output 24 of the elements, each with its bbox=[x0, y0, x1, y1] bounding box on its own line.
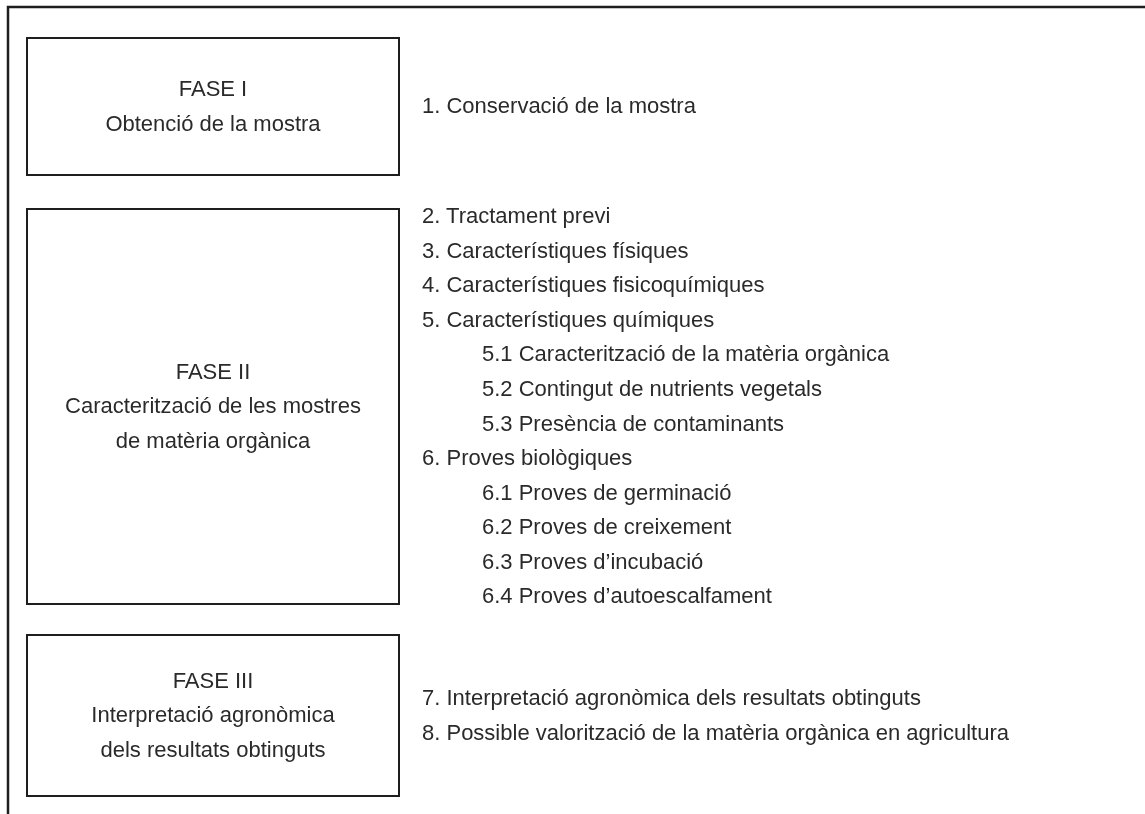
subitem-text: 6.4 Proves d’autoescalfament bbox=[482, 582, 773, 611]
item-text: 7. Interpretació agronòmica dels resultats obtinguts bbox=[422, 683, 922, 712]
item-text: 1. Conservació de la mostra bbox=[422, 92, 696, 121]
phase-heading: FASE II bbox=[175, 357, 251, 386]
phase-heading: FASE I bbox=[178, 74, 248, 103]
item-text: 3. Característiques físiques bbox=[422, 236, 690, 265]
phase-description: Interpretació agronòmica dels resultats obtinguts bbox=[90, 701, 336, 764]
phase-heading: FASE III bbox=[172, 666, 254, 695]
phase-description: Obtenció de la mostra bbox=[105, 109, 321, 138]
subitem-text: 6.2 Proves de creixement bbox=[482, 513, 733, 542]
phase-description: Caracterització de les mostres de matèria orgànica bbox=[64, 392, 362, 455]
subitem-text: 5.2 Contingut de nutrients vegetals bbox=[482, 374, 823, 403]
item-text: 2. Tractament previ bbox=[422, 201, 612, 230]
item-text: 4. Característiques fisicoquímiques bbox=[422, 271, 766, 300]
phase-box bbox=[26, 634, 400, 797]
item-text: 8. Possible valorització de la matèria orgànica en agricultura bbox=[422, 718, 1009, 747]
subitem-text: 5.1 Caracterització de la matèria orgànica bbox=[482, 340, 890, 369]
subitem-text: 5.3 Presència de contaminants bbox=[482, 409, 786, 438]
phase-box bbox=[26, 37, 400, 176]
item-text: 5. Característiques químiques bbox=[422, 305, 716, 334]
subitem-text: 6.1 Proves de germinació bbox=[482, 478, 733, 507]
subitem-text: 6.3 Proves d’incubació bbox=[482, 547, 705, 576]
phase-box bbox=[26, 208, 400, 605]
item-text: 6. Proves biològiques bbox=[422, 444, 634, 473]
